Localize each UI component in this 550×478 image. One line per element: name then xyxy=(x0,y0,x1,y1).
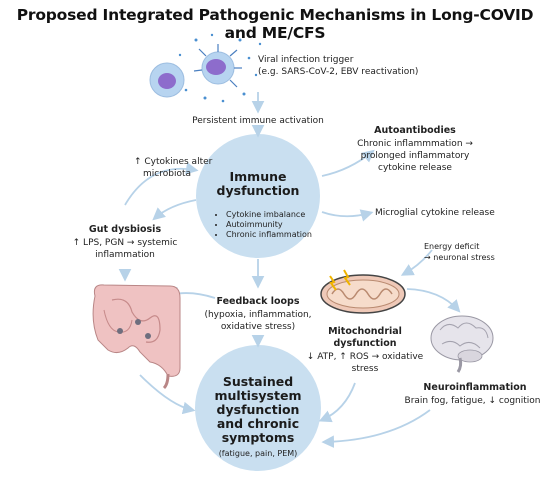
arrow-immune-to-gut xyxy=(152,199,197,221)
immune-cell-icon xyxy=(149,62,185,98)
gut-line-1: ↑ LPS, PGN → systemic xyxy=(72,238,178,248)
arrow-gut-to-immune xyxy=(124,162,199,206)
sustained-line-2: multisystem xyxy=(214,388,302,403)
immune-bullet: Cytokine imbalance xyxy=(226,210,312,220)
trigger-label-1: Viral infection trigger xyxy=(258,55,354,65)
arrow-immune-to-microglial xyxy=(321,209,374,222)
diagram-title: Proposed Integrated Pathogenic Mechanism… xyxy=(16,6,534,42)
gut-title: Gut dysbiosis xyxy=(88,224,162,235)
sustained-line-3: dysfunction xyxy=(216,402,300,417)
sustained-line-5: symptoms xyxy=(221,430,295,445)
persistent-activation-label: Persistent immune activation xyxy=(192,116,324,126)
energy-label-2: → neuronal stress xyxy=(424,253,495,262)
arrow-gut-to-sustained xyxy=(139,374,196,415)
neuro-title: Neuroinflammation xyxy=(423,382,527,393)
trigger-label-2: (e.g. SARS-CoV-2, EBV reactivation) xyxy=(258,67,419,77)
arrow-mito-to-sustained xyxy=(318,382,356,423)
microglial-label: Microglial cytokine release xyxy=(375,208,495,218)
mito-title-1: Mitochondrial xyxy=(328,326,402,337)
feedback-line-2: oxidative stress) xyxy=(220,322,296,332)
immune-bullet-list: Cytokine imbalance Autoimmunity Chronic … xyxy=(214,210,312,240)
gut-line-2: inflammation xyxy=(95,250,155,260)
arrow-immune-to-autoantibodies xyxy=(321,149,375,177)
feedback-title: Feedback loops xyxy=(216,296,300,307)
immune-bullet: Autoimmunity xyxy=(226,220,312,230)
arrow-neuro-to-sustained xyxy=(321,409,431,449)
arrow-energy-to-mito xyxy=(400,249,433,276)
immune-title-2: dysfunction xyxy=(216,183,300,198)
cytokines-alter-label-2: microbiota xyxy=(143,169,191,179)
sustained-circle xyxy=(195,345,321,471)
arrow-mito-to-neuro xyxy=(406,288,461,313)
intestine-icon xyxy=(92,284,181,390)
sustained-sub: (fatigue, pain, PEM) xyxy=(218,449,298,458)
neuro-line-1: Brain fog, fatigue, ↓ cognition xyxy=(404,396,541,406)
sustained-line-4: and chronic xyxy=(216,416,300,431)
mito-line-2: stress xyxy=(351,364,379,374)
autoantibodies-line-1: Chronic inflammmation → xyxy=(357,139,473,149)
autoantibodies-title: Autoantibodies xyxy=(374,125,456,136)
sustained-line-1: Sustained xyxy=(222,374,294,389)
immune-bullet: Chronic inflammation xyxy=(226,230,312,240)
immune-circle xyxy=(196,134,320,258)
brain-icon xyxy=(430,315,494,373)
mitochondrion-icon xyxy=(320,269,406,314)
mito-title-2: dysfunction xyxy=(333,338,397,349)
autoantibodies-line-2: prolonged inflammatory xyxy=(360,151,470,161)
feedback-line-1: (hypoxia, inflammation, xyxy=(204,310,312,320)
energy-label-1: Energy deficit xyxy=(424,242,480,251)
autoantibodies-line-3: cytokine release xyxy=(378,163,452,173)
virus-cell-icon xyxy=(178,33,262,103)
mito-line-1: ↓ ATP, ↑ ROS → oxidative xyxy=(306,352,424,362)
immune-title-1: Immune xyxy=(229,169,287,184)
cytokines-alter-label-1: ↑ Cytokines alter xyxy=(134,157,213,167)
